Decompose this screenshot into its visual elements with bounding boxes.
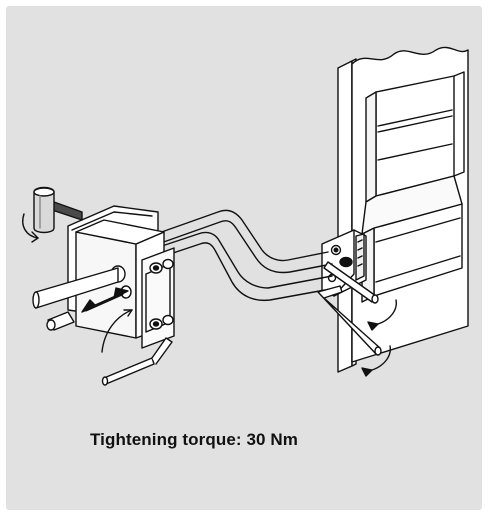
rotation-arrow-icon bbox=[101, 309, 133, 353]
connector-block bbox=[67, 205, 175, 349]
device-housing bbox=[337, 46, 469, 373]
cable-plug-icon bbox=[22, 186, 83, 243]
torque-caption: Tightening torque: 30 Nm bbox=[90, 430, 298, 449]
installation-illustration bbox=[22, 46, 469, 386]
plug-cylinder bbox=[46, 311, 75, 331]
device-valve-block bbox=[321, 229, 367, 297]
sleeve-rod bbox=[32, 267, 119, 309]
diagram-panel: Tightening torque: 30 Nm bbox=[6, 6, 482, 510]
push-arrow-icon bbox=[81, 287, 129, 313]
rotation-arrow-icon bbox=[361, 299, 397, 377]
hex-key-icon bbox=[101, 261, 382, 386]
connection-pipes bbox=[149, 209, 337, 302]
